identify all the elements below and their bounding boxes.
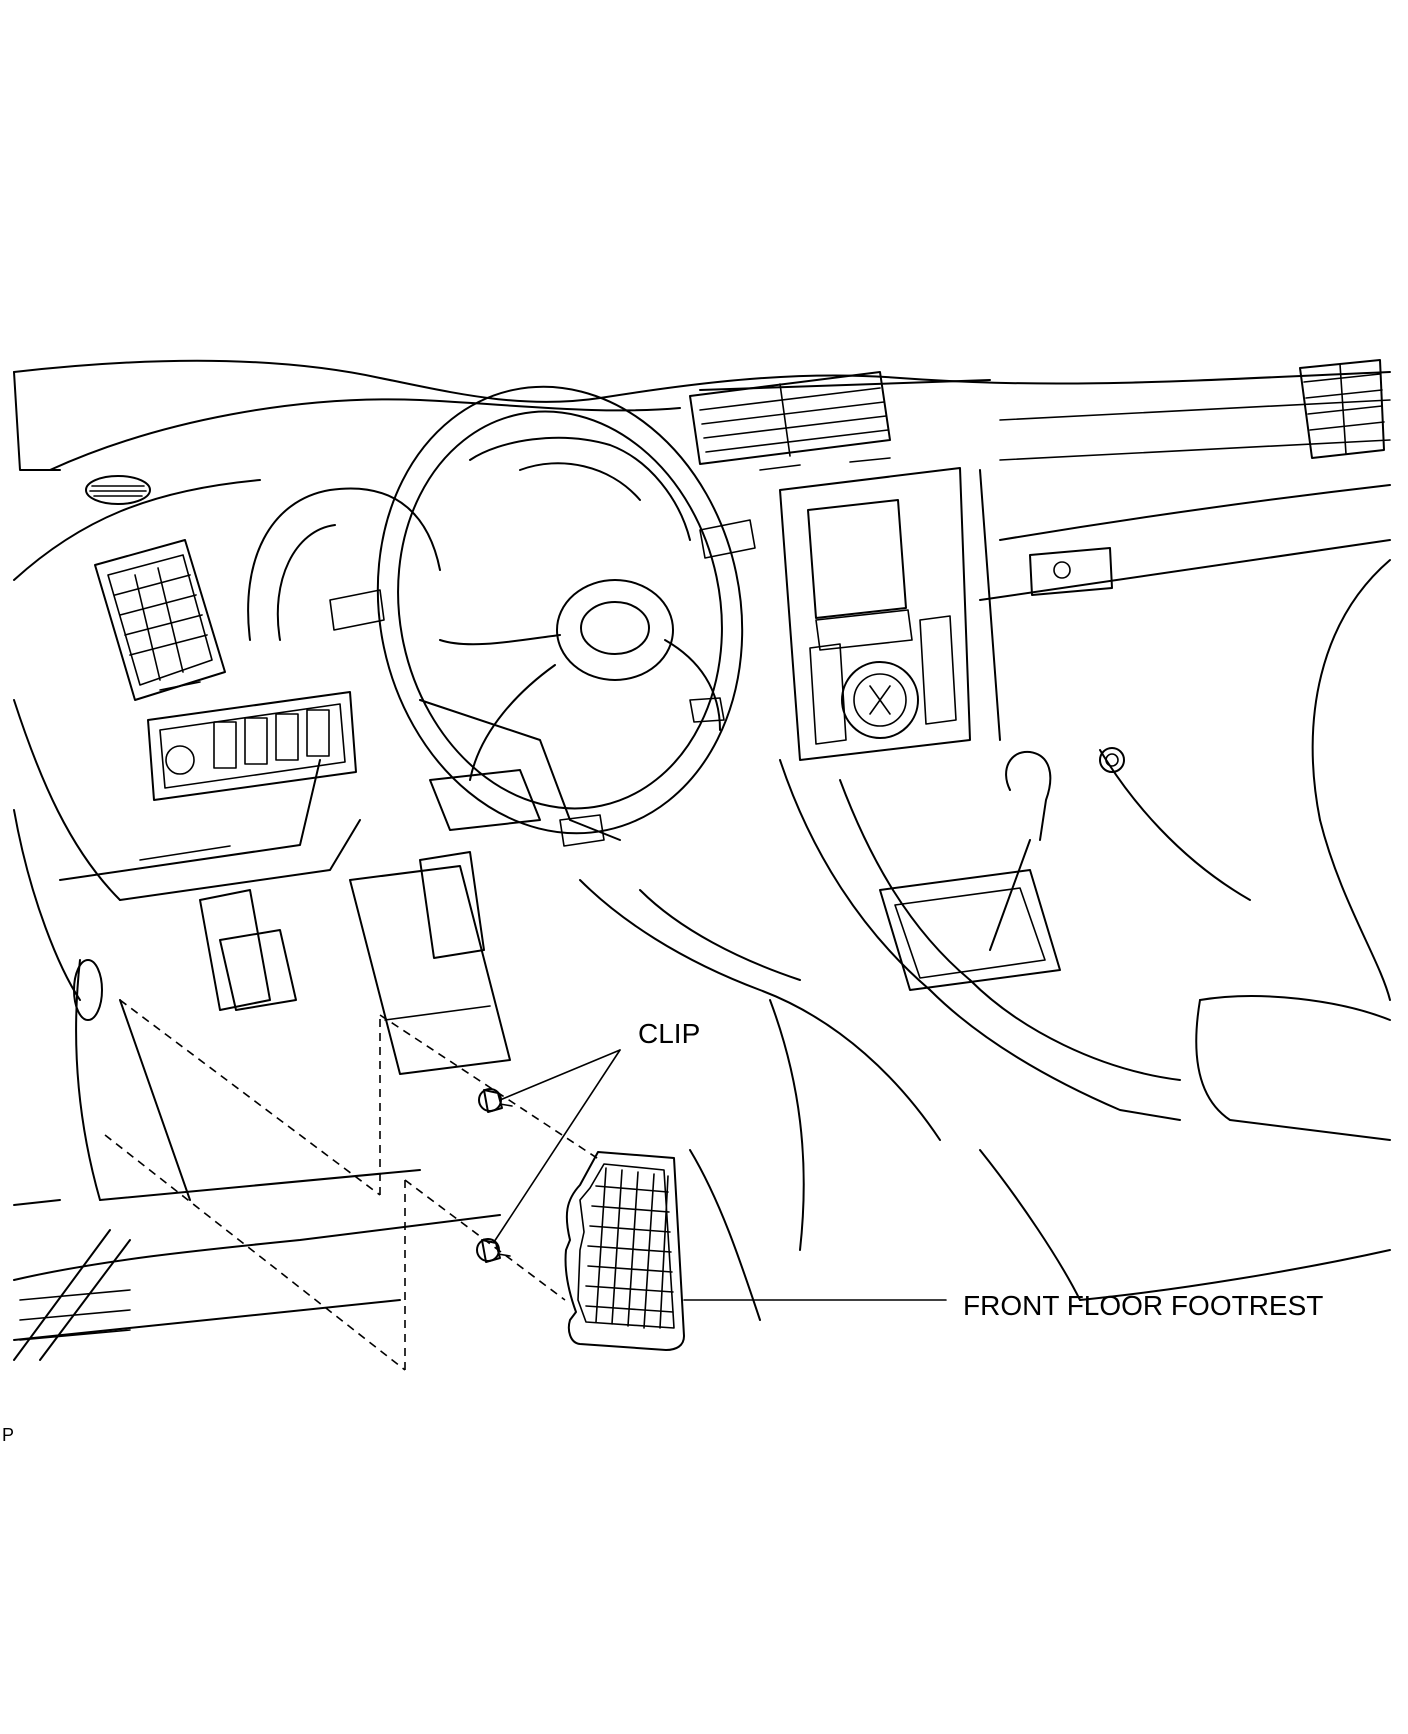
front-floor-footrest-label: FRONT FLOOR FOOTREST [963, 1290, 1324, 1321]
lower-dash-panel [13, 699, 361, 1001]
corner-code-label: P [2, 1425, 15, 1445]
steering-column [429, 769, 605, 847]
left-air-vent [94, 539, 226, 701]
front-floor-footrest [564, 1151, 685, 1351]
right-air-vent [1299, 359, 1385, 459]
clip-lower [476, 1238, 511, 1263]
clip-leader-lines [493, 1049, 621, 1243]
center-air-vents [689, 371, 891, 471]
gauge-cluster [247, 436, 756, 641]
right-side-trim [1099, 559, 1391, 1001]
pedals [199, 851, 511, 1075]
clip-label: CLIP [638, 1018, 701, 1049]
installation-guide-lines [104, 999, 601, 1371]
shifter-console [779, 750, 1391, 1141]
speaker-grille [85, 475, 151, 505]
center-console-stack [779, 467, 1001, 761]
floor-and-sill [13, 959, 501, 1361]
glove-box-handle [1029, 547, 1113, 596]
steering-wheel [376, 385, 744, 841]
left-switch-panel [147, 691, 357, 801]
clip-upper [478, 1088, 513, 1113]
center-tunnel [579, 879, 1391, 1321]
dashboard-outline [13, 359, 1391, 601]
